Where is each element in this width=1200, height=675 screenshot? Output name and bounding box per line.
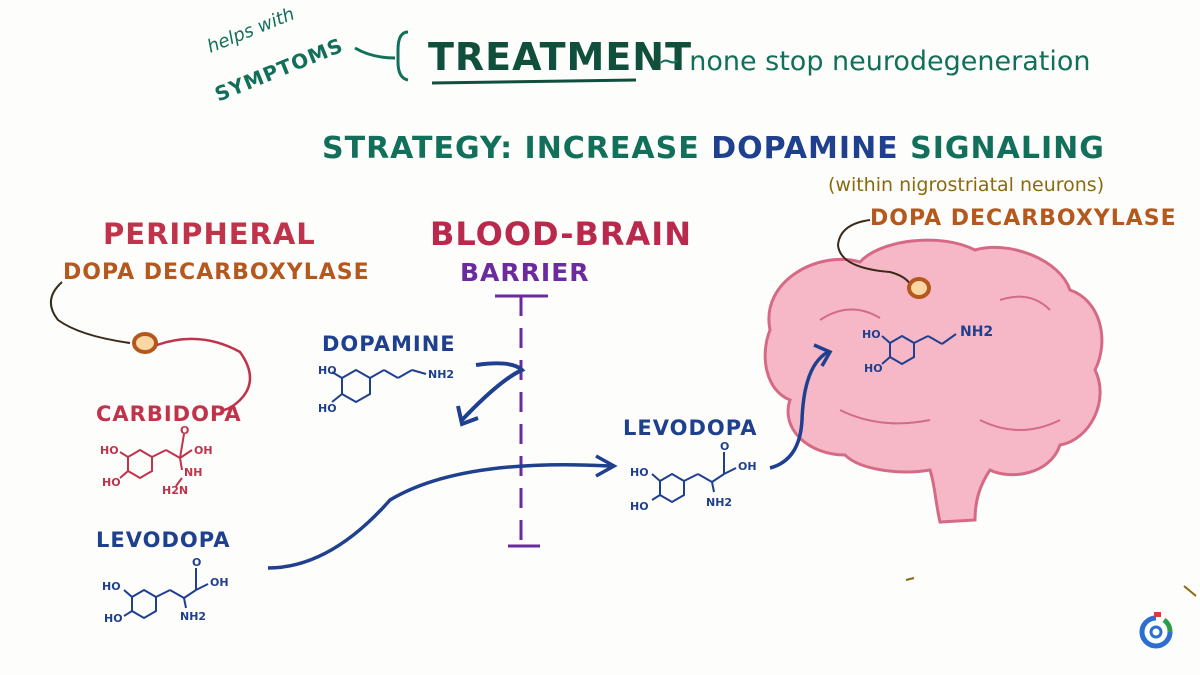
- corner-mark: [1183, 585, 1197, 597]
- strategy-label: STRATEGY: INCREASE: [322, 131, 700, 166]
- signaling-word: SIGNALING: [910, 131, 1105, 166]
- treatment-underline: [431, 78, 637, 85]
- dopamine-blocked-arrow: [460, 361, 526, 422]
- levodopa-left-label: LEVODOPA: [96, 528, 231, 552]
- carbidopa-connector: [156, 337, 252, 412]
- atom-label: OH: [210, 576, 229, 589]
- atom-label: OH: [194, 444, 213, 457]
- atom-label: HO: [318, 402, 337, 415]
- dopamine-molecule-brain: [881, 333, 957, 366]
- atom-label: H2N: [162, 484, 189, 497]
- atom-label: HO: [630, 500, 649, 513]
- atom-label: HO: [630, 466, 649, 479]
- within-note: (within nigrostriatal neurons): [828, 174, 1105, 196]
- strategy-heading: STRATEGY: INCREASE DOPAMINE SIGNALING: [322, 134, 1105, 164]
- osmosis-logo-icon: [1139, 612, 1173, 649]
- atom-label: HO: [102, 476, 121, 489]
- treatment-title: TREATMENT: [428, 35, 693, 79]
- atom-label: NH: [184, 466, 203, 479]
- atom-label: NH2: [180, 610, 207, 623]
- treatment-bracket: [396, 30, 409, 82]
- periph-enzyme-connector: [50, 281, 131, 344]
- atom-label: HO: [318, 364, 337, 377]
- carbidopa-molecule: [119, 433, 193, 487]
- dopa-decarboxylase-brain-label: DOPA DECARBOXYLASE: [870, 206, 1177, 231]
- atom-label: O: [192, 556, 202, 569]
- levodopa-mid-label: LEVODOPA: [623, 416, 758, 440]
- dopa-decarboxylase-peripheral-label: DOPA DECARBOXYLASE: [63, 260, 370, 285]
- atom-label: HO: [864, 362, 883, 375]
- dopamine-molecule-left: [331, 368, 427, 404]
- symptoms-connector: [354, 46, 396, 60]
- atom-label: O: [720, 440, 730, 453]
- carbidopa-label: CARBIDOPA: [96, 402, 242, 426]
- none-stop-note: ~ none stop neurodegeneration: [658, 46, 1091, 77]
- peripheral-label: PERIPHERAL: [103, 217, 316, 251]
- dopamine-label: DOPAMINE: [322, 332, 456, 356]
- barrier-label: BARRIER: [460, 258, 590, 287]
- levodopa-molecule-mid: [651, 452, 737, 504]
- atom-label: HO: [862, 328, 881, 341]
- corner-mark: [905, 577, 915, 581]
- levodopa-cross-arrow: [267, 463, 611, 570]
- blood-brain-label: BLOOD-BRAIN: [430, 215, 692, 253]
- dopamine-word: DOPAMINE: [711, 131, 899, 166]
- atom-label: O: [180, 424, 190, 437]
- brain-enzyme-connector: [836, 219, 911, 285]
- enzyme-circle-icon: [907, 277, 931, 299]
- levodopa-brain-arrow: [769, 350, 829, 470]
- brain-illustration: [763, 238, 1104, 524]
- atom-label: HO: [104, 612, 123, 625]
- atom-label: HO: [100, 444, 119, 457]
- atom-label: OH: [738, 460, 757, 473]
- atom-label: NH2: [960, 324, 994, 340]
- atom-label: NH2: [428, 368, 455, 381]
- levodopa-molecule-left: [123, 568, 209, 620]
- enzyme-circle-icon: [132, 332, 158, 354]
- atom-label: HO: [102, 580, 121, 593]
- atom-label: NH2: [706, 496, 733, 509]
